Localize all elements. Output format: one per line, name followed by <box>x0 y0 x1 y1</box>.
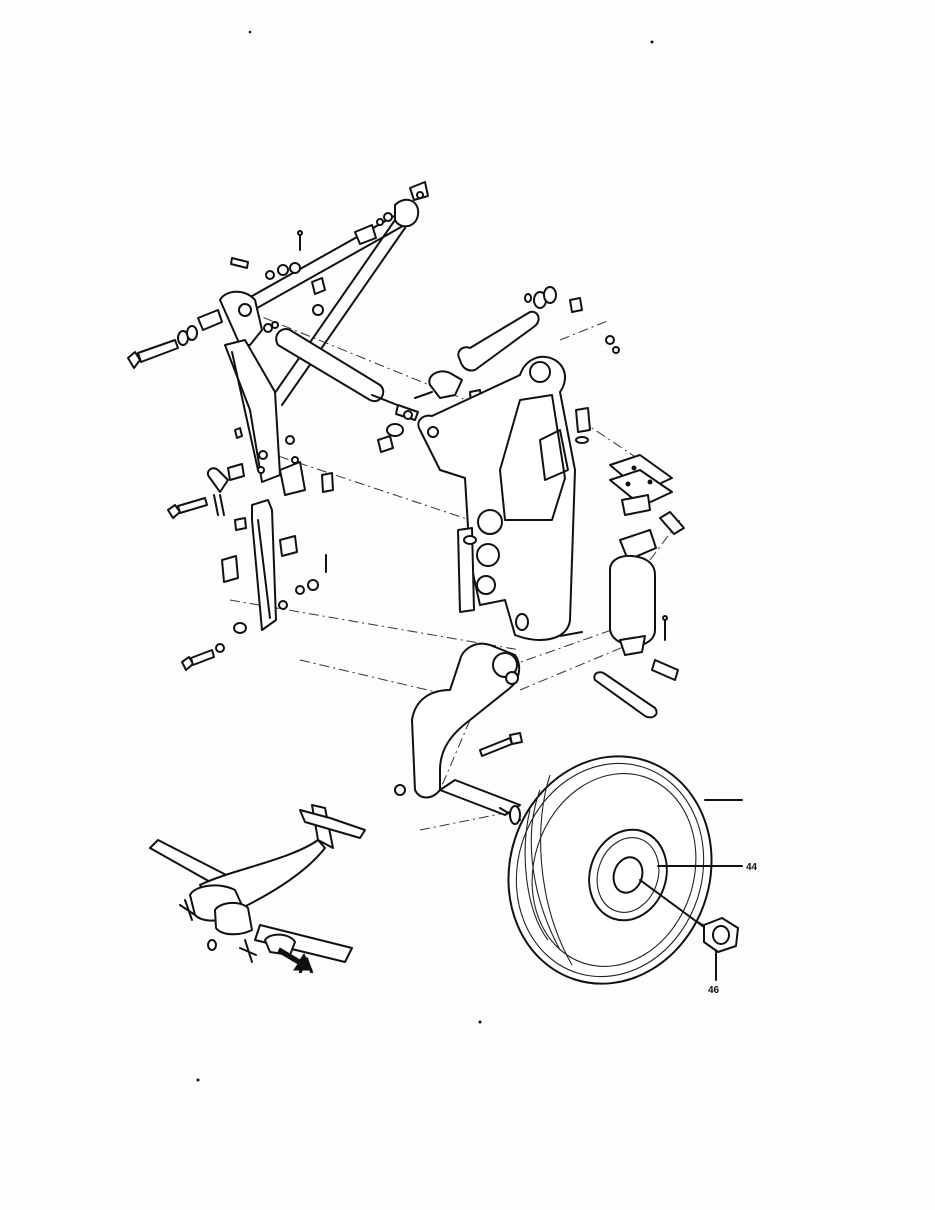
axle-nut <box>703 917 739 981</box>
shock-mount-bracket <box>609 454 685 535</box>
main-wheel <box>507 755 743 985</box>
aircraft-locator-sketch <box>149 804 366 971</box>
drag-brace-assembly <box>244 181 429 406</box>
upper-hardware <box>230 230 326 333</box>
long-bolt-upper <box>127 309 223 369</box>
callout-label-44: 44 <box>746 862 758 873</box>
main-trunnion-frame <box>417 355 576 641</box>
trailing-arm <box>394 642 523 825</box>
axle-pins <box>559 631 679 719</box>
upper-left-strut <box>219 290 281 483</box>
view-label: A <box>298 953 314 978</box>
lower-strut-assembly <box>206 427 334 634</box>
shock-absorber <box>609 529 668 656</box>
scan-specks <box>196 30 654 1082</box>
callout-label-46: 46 <box>708 985 720 996</box>
lower-bolts <box>167 497 225 671</box>
actuator-cylinder <box>275 328 419 453</box>
